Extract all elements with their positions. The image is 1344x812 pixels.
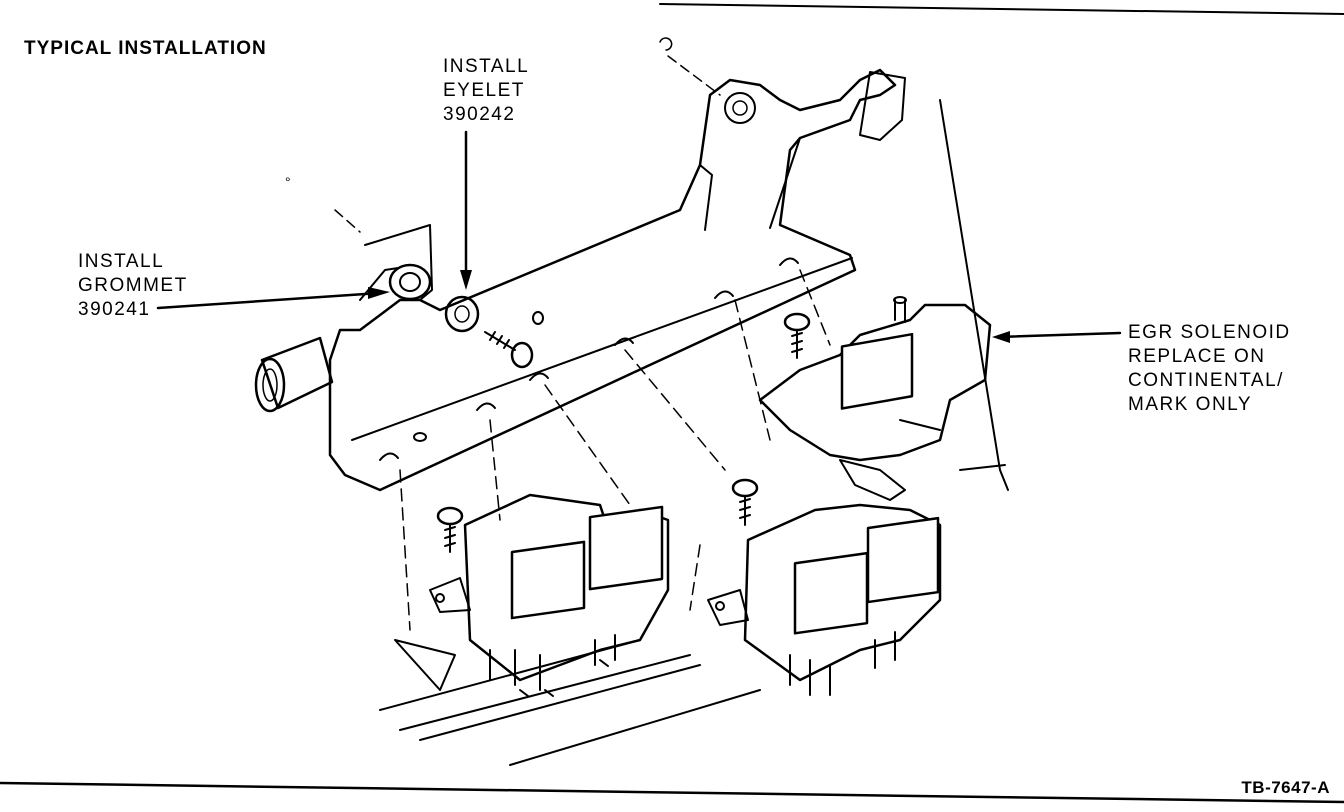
eyelet-callout: INSTALL EYELET 390242 bbox=[443, 55, 529, 127]
eyelet-callout-line3: 390242 bbox=[443, 104, 516, 125]
svg-text:°: ° bbox=[285, 174, 291, 190]
chassis-lines bbox=[379, 464, 1006, 766]
mounting-bracket bbox=[328, 68, 906, 492]
solenoid-callout-line4: MARK ONLY bbox=[1128, 394, 1253, 415]
grommet-callout: INSTALL GROMMET 390241 bbox=[78, 250, 188, 322]
grommet-leader bbox=[156, 287, 390, 310]
grommet-callout-line1: INSTALL bbox=[78, 251, 165, 272]
egr-solenoid bbox=[758, 296, 992, 501]
screw-right bbox=[731, 478, 759, 526]
eyelet-callout-line2: EYELET bbox=[443, 80, 525, 101]
solenoid-leader bbox=[992, 331, 1122, 343]
figure-code: TB-7647-A bbox=[1241, 778, 1330, 797]
body-panel-edge bbox=[939, 99, 1009, 491]
relay-left bbox=[429, 493, 670, 697]
grommet-callout-line3: 390241 bbox=[78, 299, 151, 320]
solenoid-callout-line2: REPLACE ON bbox=[1128, 346, 1266, 367]
screw-solenoid bbox=[783, 312, 811, 359]
eyelet bbox=[444, 295, 480, 333]
diagram-title: TYPICAL INSTALLATION bbox=[24, 38, 267, 59]
relay-right bbox=[707, 503, 942, 696]
solenoid-callout-line1: EGR SOLENOID bbox=[1128, 322, 1291, 343]
solenoid-callout-line3: CONTINENTAL/ bbox=[1128, 370, 1284, 391]
grommet-callout-line2: GROMMET bbox=[78, 275, 188, 296]
screw-left bbox=[436, 506, 464, 553]
eyelet-callout-line1: INSTALL bbox=[443, 56, 530, 77]
solenoid-callout: EGR SOLENOID REPLACE ON CONTINENTAL/ MAR… bbox=[1128, 321, 1291, 417]
eyelet-leader bbox=[460, 130, 472, 290]
connector-plug bbox=[254, 336, 334, 413]
